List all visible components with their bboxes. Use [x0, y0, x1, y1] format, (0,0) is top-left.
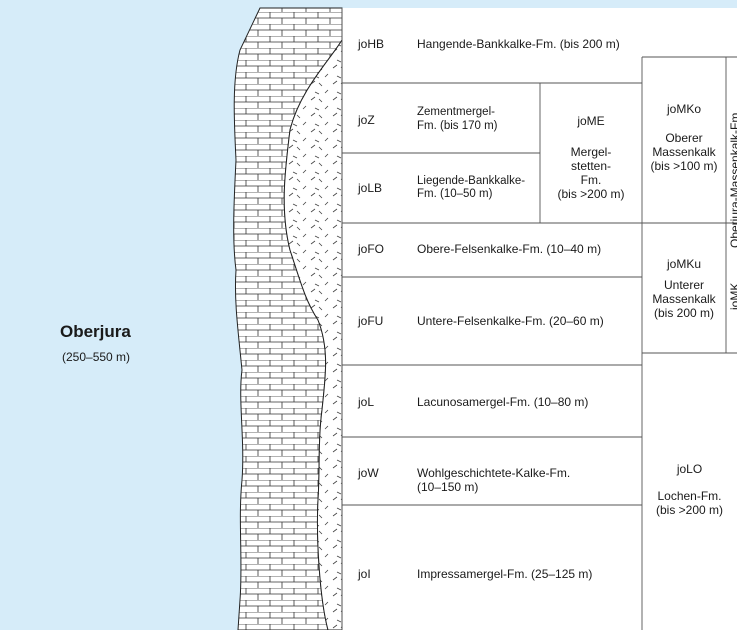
joFU-code: joFU [358, 314, 384, 328]
joFU-name: Untere-Felsenkalke-Fm. (20–60 m) [417, 314, 604, 328]
joME-code: joME [577, 114, 605, 128]
joZ-code: joZ [358, 113, 375, 127]
joME-line3: Fm. [580, 173, 602, 187]
joI-code: joI [358, 567, 371, 581]
joMK-vertical-name: Oberjura-Massenkalk-Fm. [728, 109, 737, 248]
joMKu-line3: (bis 200 m) [653, 306, 715, 320]
joMKu-line2: Massenkalk [652, 292, 716, 306]
joZ-name-line1: Zementmergel- [417, 106, 495, 118]
joLB-code: joLB [358, 181, 383, 195]
joLB-name-line2: Fm. (10–50 m) [417, 188, 493, 200]
joMKo-line2: Massenkalk [652, 145, 716, 159]
joME-line1: Mergel- [570, 145, 612, 159]
table-background [342, 8, 737, 630]
joLO-code: joLO [676, 462, 703, 476]
joZ-name-line2: Fm. (bis 170 m) [417, 120, 498, 132]
joLO-line2: (bis >200 m) [655, 503, 724, 517]
joW-name-line2: (10–150 m) [417, 480, 479, 494]
joI-name: Impressamergel-Fm. (25–125 m) [417, 567, 593, 581]
joW-name-line1: Wohlgeschichtete-Kalke-Fm. [417, 466, 571, 480]
joME-line4: (bis >200 m) [557, 187, 625, 201]
joHB-name: Hangende-Bankkalke-Fm. (bis 200 m) [417, 37, 620, 51]
massive-limestone-column [283, 38, 343, 630]
joL-name: Lacunosamergel-Fm. (10–80 m) [417, 395, 589, 409]
joL-code: joL [358, 395, 375, 409]
period-range: (250–550 m) [62, 350, 131, 364]
joLB-name-line1: Liegende-Bankkalke- [417, 175, 526, 187]
joLO-line1: Lochen-Fm. [657, 489, 722, 503]
joMKo-code: joMKo [666, 102, 701, 116]
period-title: Oberjura [60, 322, 131, 341]
joMKu-code: joMKu [666, 257, 701, 271]
table-grid [341, 8, 737, 630]
joMKo-line1: Oberer [665, 131, 703, 145]
joFO-code: joFO [358, 242, 385, 256]
joFO-name: Obere-Felsenkalke-Fm. (10–40 m) [417, 242, 602, 256]
joME-line2: stetten- [570, 159, 612, 173]
joW-code: joW [358, 466, 379, 480]
joMKu-line1: Unterer [663, 278, 704, 292]
joHB-code: joHB [358, 37, 385, 51]
joMK-vertical-code: joMK [728, 282, 737, 310]
joMKo-line3: (bis >100 m) [650, 159, 718, 173]
